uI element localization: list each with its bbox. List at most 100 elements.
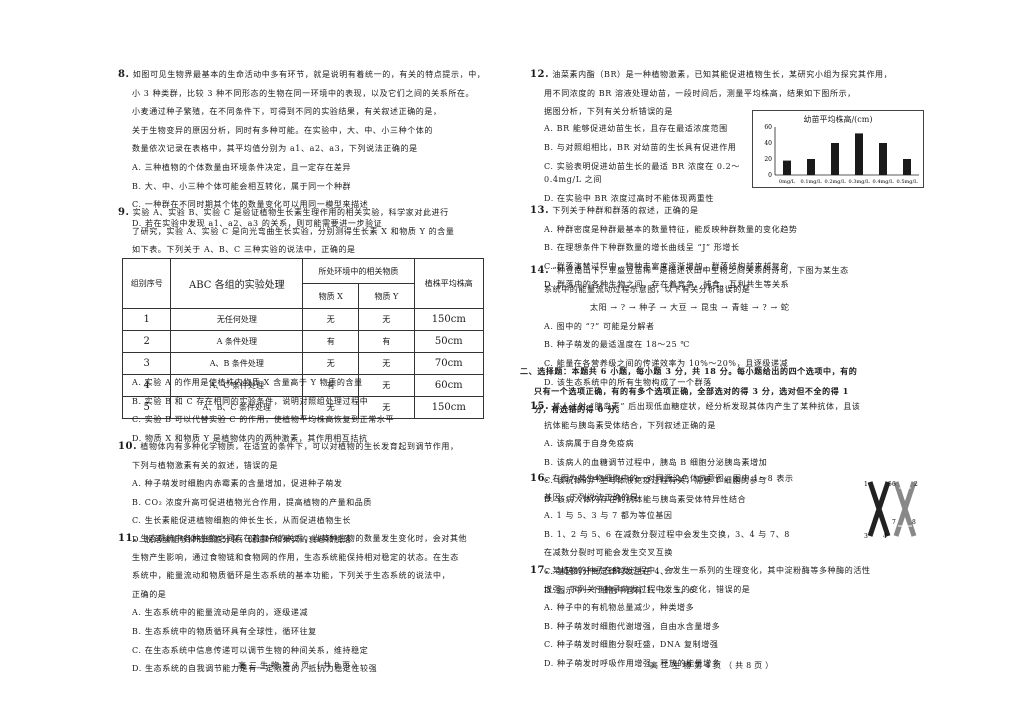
left-page: 8. 如图可见生物界最基本的生命活动中多有环节，就是说明有着统一的，有关的特点提… [118, 66, 498, 679]
table-row: 2 A 条件处理 有 有 50cm [121, 330, 485, 353]
option-a: A. 1 与 5、3 与 7 都为等位基因 [544, 511, 673, 521]
option-c: C. 实验表明促进幼苗生长的最适 BR 浓度在 0.2～0.4mg/L 之间 [544, 162, 740, 184]
cell-y: 无 [358, 308, 415, 331]
question-text: 用不同浓度的 BR 溶液处理幼苗，一段时间后，测量平均株高，结果如下图所示， [544, 88, 856, 98]
question-12: 12. 油菜素内酯（BR）是一种植物激素，已知其能促进植物生长，某研究小组为探究… [530, 66, 940, 122]
question-text: 某人注射 “胰岛素” 后出现低血糖症状，经分析发现其体内产生了某种抗体，且该 [552, 402, 861, 411]
x-tick-label: 0.3mg/L [849, 179, 871, 185]
option-b: B. 种子萌发的最适温度在 18～25 ℃ [544, 340, 690, 350]
chart-title: 幼苗平均株高/(cm) [803, 115, 873, 124]
question-text: 生态系统中各种生物之间存在着复杂的关系，当某种生物的数量发生变化时，会对其他 [140, 534, 468, 543]
question-11: 11. 生态系统中各种生物之间存在着复杂的关系，当某种生物的数量发生变化时，会对… [118, 530, 498, 679]
question-number: 13. [530, 205, 550, 216]
question-text: 右图为某生物细胞中的一对同源染色体示意图，图中 1～8 表示 [552, 474, 794, 483]
option-b: B. 在理想条件下种群数量的增长曲线呈 “J” 形增长 [544, 243, 740, 253]
option-b-cont: 在减数分裂时可能会发生交叉互换 [544, 548, 673, 558]
option-c: C. 该抗体的产生与体液免疫过程有关，需要 T 细胞的参与 [544, 476, 767, 486]
x-tick-label: 0mg/L [779, 179, 796, 185]
table-row: 5 A、B、C 条件处理 无 无 150cm [121, 396, 485, 419]
option-d: D. 图示中一个细胞中含有 1、2、5、6 [544, 585, 695, 595]
gene-label: 4 [883, 533, 887, 540]
question-number: 10. [118, 441, 138, 452]
question-text: 植物体内有多种化学物质，在适宜的条件下，可以对植物的生长发育起到调节作用， [140, 442, 459, 451]
question-number: 9. [118, 207, 130, 218]
question-number: 14. [530, 265, 550, 276]
bar [783, 160, 791, 175]
option-b: B. CO₂ 浓度升高可促进植物光合作用，提高植物的产量和品质 [132, 497, 372, 507]
cell-height: 50cm [413, 330, 485, 353]
option-a: A. BR 能够促进幼苗生长，且存在最适浓度范围 [544, 124, 728, 133]
question-12-options: A. BR 能够促进幼苗生长，且存在最适浓度范围 B. 与对照组相比，BR 对幼… [530, 122, 748, 205]
option-a: A. 该病属于自身免疫病 [544, 439, 635, 449]
question-text: 正确的是 [132, 589, 167, 599]
question-14: 14. “种豆南山下，草盛豆苗稀” 是描述农田中生物之间关系的诗句，下图为某生态… [530, 262, 940, 392]
option-d: D. 该生态系统中的所有生物构成了一个群落 [544, 377, 712, 387]
option-d: D. 该病人体内存在的抗体能与胰岛素受体特异性结合 [544, 494, 747, 504]
cell-treatment: 无任何处理 [170, 308, 304, 331]
cell-height: 70cm [413, 352, 485, 375]
question-8: 8. 如图可见生物界最基本的生命活动中多有环节，就是说明有着统一的，有关的特点提… [118, 66, 498, 233]
section-2-heading: 二、选择题：本题共 6 小题，每小题 3 分，共 18 分。每小题给出的四个选项… [520, 362, 960, 419]
bar [903, 159, 911, 175]
x-tick-label: 0.1mg/L [801, 179, 823, 185]
cell-treatment: A、B、C 条件处理 [170, 396, 304, 419]
section-label: 二、选择题： [520, 366, 572, 376]
cell-no: 1 [121, 308, 172, 331]
question-17: 17. 某植物的种子在萌发过程中，会发生一系列的生理变化，其中淀粉酶等多种酶的活… [530, 562, 940, 674]
option-d: D. 在实验中 BR 浓度过高时不能体现两重性 [544, 194, 715, 203]
page-footer: 高二生物第3页（共8页） [238, 661, 365, 670]
question-text: 小 3 种类群，比较 3 种不同形态的生物在同一环境中的表现，以及它们之间的关系… [132, 88, 475, 98]
option-d: D. 群落中的各种生物之间，存在着竞争、捕食、互利共生等关系 [544, 280, 790, 290]
gene-label: 5 [888, 481, 892, 488]
option-a: A. 三种植物的个体数量由环境条件决定，且一定存在差异 [132, 162, 352, 172]
cell-no: 2 [121, 330, 172, 353]
y-tick-label: 20 [764, 156, 772, 163]
bar [807, 159, 815, 175]
question-text: 生物产生影响，通过食物链和食物网的作用，生态系统能保持相对稳定的状态。在生态 [132, 552, 459, 562]
option-c: C. 一种群在不同时期其个体的数量变化可以用同一模型来描述 [132, 200, 369, 210]
question-number: 16. [530, 473, 550, 484]
cell-x: 有 [302, 330, 360, 353]
cell-y: 无 [358, 352, 415, 375]
cell-x: 无 [302, 396, 360, 419]
option-b: B. 与对照组相比，BR 对幼苗的生长具有促进作用 [544, 143, 737, 152]
question-number: 15. [530, 401, 550, 412]
option-d: D. 脱落酸能够抑制细胞分裂，促进叶和果实的衰老和脱落 [132, 534, 352, 544]
question-number: 8. [118, 69, 130, 80]
question-text: 了研究，实验 A、实验 C 是向光弯曲生长实验，分别测得生长素 X 和物质 Y … [132, 226, 455, 236]
option-d: D. 种子萌发时呼吸作用增强，释放的能量增多 [544, 658, 721, 668]
option-d: D. 物质 X 和物质 Y 是植物体内的两种激素，其作用相互拮抗 [132, 433, 368, 443]
cell-no: 5 [121, 396, 172, 419]
section-text: 只有一个选项正确，有的有多个选项正确，全部选对的得 3 分，选对但不全的得 1 [534, 385, 849, 396]
chromosome-pair-icon: 1 5 3 4 6 2 7 8 [864, 481, 918, 540]
cell-x: 无 [302, 352, 360, 375]
option-a: A. 种子萌发时细胞内赤霉素的含量增加，促进种子萌发 [132, 479, 343, 489]
bar [855, 133, 863, 175]
option-c: C. 种子萌发时细胞分裂旺盛，DNA 复制增强 [544, 640, 719, 650]
section-text: 分，有选错的得 0 分。 [534, 404, 625, 415]
cell-x: 无 [302, 308, 360, 331]
page-footer: 高二生物第4页（共8页） [650, 661, 777, 670]
option-b: B. 生态系统中的物质循环具有全球性，循环往复 [132, 626, 317, 636]
option-a: A. 实验 A 的作用是使植株内物质 X 含量高于 Y 物质的含量 [132, 378, 363, 387]
option-a: A. 生态系统中的能量流动是单向的，逐级递减 [132, 608, 309, 618]
question-text: 系统中，能量流动和物质循环是生态系统的基本功能，下列关于生态系统的说法中， [132, 571, 451, 581]
section-text: 本题共 6 小题，每小题 3 分，共 18 分。每小题给出的四个选项中，有的 [571, 366, 858, 376]
col-header-treatment: ABC 各组的实验处理 [170, 258, 304, 309]
x-tick-label: 0.2mg/L [825, 179, 847, 185]
question-text: 某植物的种子在萌发过程中，会发生一系列的生理变化，其中淀粉酶等多种酶的活性 [552, 566, 871, 575]
gene-label: 8 [912, 519, 916, 526]
col-header-height: 植株平均株高 [413, 258, 485, 309]
option-c: C. 在生态系统中信息传递可以调节生物的种间关系，维持稳定 [132, 645, 369, 655]
gene-label: 1 [864, 481, 868, 488]
cell-y: 有 [358, 330, 415, 353]
question-text: 抗体能与胰岛素受体结合，下列叙述正确的是 [544, 420, 716, 430]
food-chain-diagram: 太阳 → ? → 种子 → 大豆 → 昆虫 → 青蛙 → ? → 蛇 [590, 303, 790, 313]
option-b: B. 该病人的血糖调节过程中，胰岛 B 细胞分泌胰岛素增加 [544, 457, 768, 467]
col-header-x: 物质 X [302, 283, 360, 309]
question-number: 11. [118, 533, 138, 544]
cell-treatment: A、B 条件处理 [170, 352, 304, 375]
question-number: 17. [530, 565, 550, 576]
